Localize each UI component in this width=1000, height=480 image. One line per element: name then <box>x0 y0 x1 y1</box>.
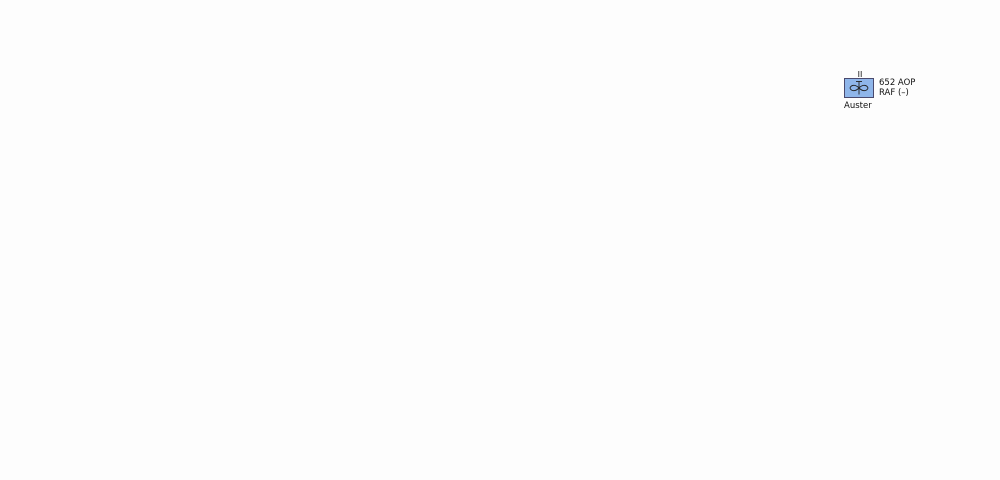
equipment-label: Auster <box>844 101 872 111</box>
fixed-wing-aviation-icon <box>849 81 869 95</box>
unit-symbol[interactable]: II 652 AOP RAF (–) Auster <box>844 71 920 113</box>
unit-frame[interactable] <box>844 78 874 98</box>
unit-designation: 652 AOP RAF (–) <box>879 78 915 98</box>
designation-line-1: 652 AOP <box>879 78 916 88</box>
echelon-indicator: II <box>857 70 863 79</box>
designation-line-2: RAF (–) <box>879 88 909 98</box>
